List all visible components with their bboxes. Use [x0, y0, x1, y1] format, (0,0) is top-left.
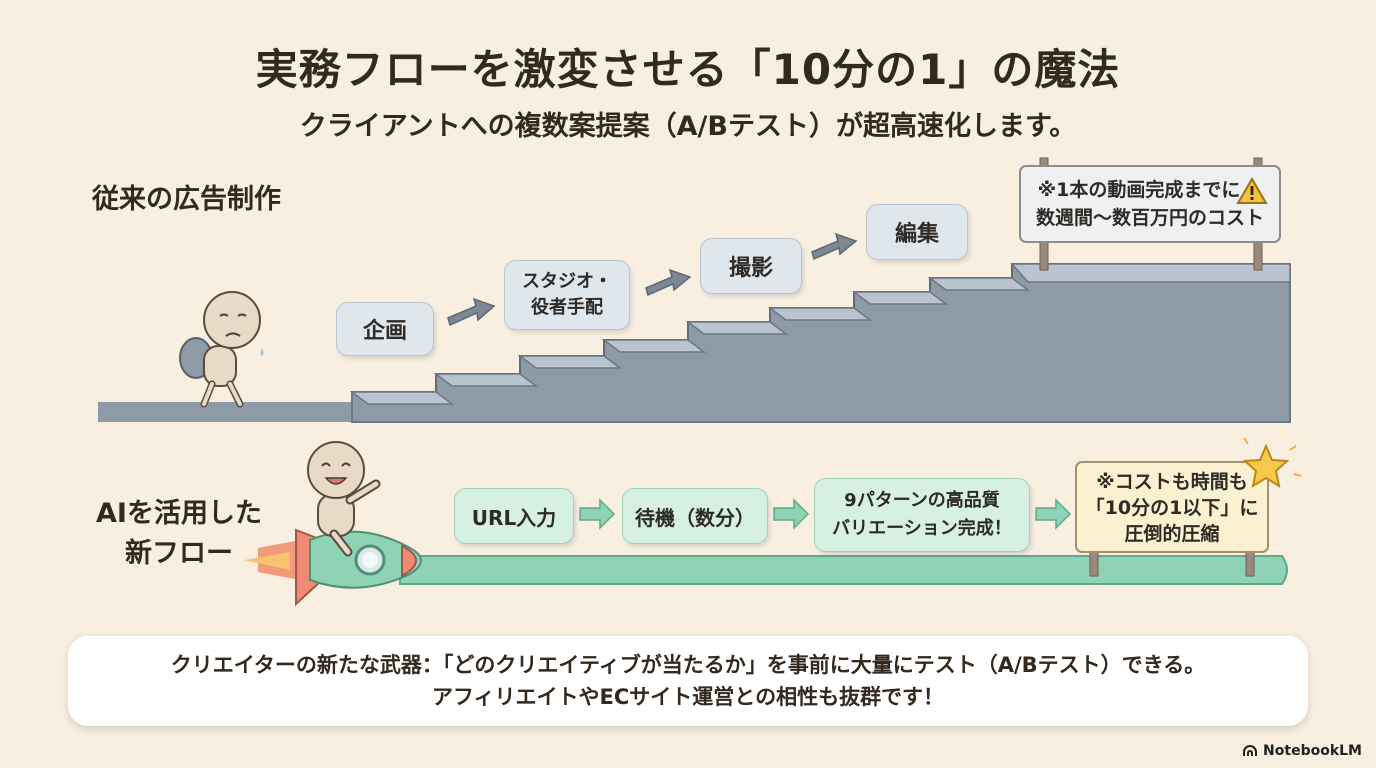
page-title: 実務フローを激変させる「10分の1」の魔法	[255, 45, 1121, 94]
flow-step-label: 9パターンの高品質 バリエーション完成！	[832, 490, 1012, 539]
traditional-flow-label: 従来の広告制作	[92, 184, 281, 215]
step-arrows	[447, 232, 858, 327]
page-subtitle: クライアントへの複数案提案（A/Bテスト）が超高速化します。	[299, 111, 1077, 142]
cost-sign-board	[1019, 157, 1281, 271]
arrow-icon	[645, 268, 692, 297]
arrow-icon	[1035, 498, 1072, 530]
summary-line1: クリエイターの新たな武器：「どのクリエイティブが当たるか」を事前に大量にテスト（…	[170, 653, 1206, 677]
step-studio-casting: スタジオ・ 役者手配	[504, 260, 630, 330]
flow-step-variations-complete: 9パターンの高品質 バリエーション完成！	[814, 478, 1030, 552]
warning-icon	[1236, 177, 1268, 204]
ai-flow-label-line2: 新フロー	[124, 538, 233, 569]
summary-line2: アフィリエイトやECサイト運営との相性も抜群です！	[431, 685, 945, 709]
cost-sign-line1: ※1本の動画完成までに	[1037, 179, 1241, 201]
savings-sign-line2: 「10分の1以下」に	[1085, 497, 1259, 519]
arrow-icon	[811, 232, 858, 261]
ai-flow-label: AIを活用した 新フロー	[96, 494, 262, 574]
flow-arrows	[579, 498, 1072, 530]
summary-panel: クリエイターの新たな武器：「どのクリエイティブが当たるか」を事前に大量にテスト（…	[68, 636, 1308, 726]
flow-step-waiting: 待機（数分）	[622, 488, 768, 544]
stair-body	[351, 263, 1291, 423]
step-shooting: 撮影	[700, 238, 802, 294]
step-label: 撮影	[728, 256, 773, 281]
step-label: スタジオ・ 役者手配	[522, 271, 612, 318]
star-icon	[1242, 437, 1302, 489]
rocket-icon	[244, 528, 422, 607]
step-label: 企画	[362, 319, 407, 344]
flow-step-url-input: URL入力	[454, 488, 574, 544]
flow-step-label: 待機（数分）	[635, 505, 755, 530]
step-label: 編集	[894, 222, 939, 247]
step-planning: 企画	[336, 302, 434, 356]
ground-path	[98, 402, 358, 422]
happy-character-icon	[307, 441, 381, 557]
staircase	[349, 263, 1291, 423]
ai-flow-label-line1: AIを活用した	[96, 498, 262, 529]
savings-sign-line3: 圧倒的圧縮	[1124, 523, 1220, 545]
brand-watermark: NotebookLM	[1242, 743, 1362, 759]
arrow-icon	[579, 498, 616, 530]
flow-step-label: URL入力	[471, 505, 557, 530]
arrow-icon	[447, 297, 496, 327]
savings-sign-line1: ※コストも時間も	[1096, 471, 1248, 493]
step-editing: 編集	[866, 204, 968, 260]
ai-track	[399, 555, 1288, 585]
sad-character-icon	[179, 291, 264, 408]
cost-sign-line2: 数週間〜数百万円のコスト	[1035, 207, 1264, 229]
arrow-icon	[773, 498, 810, 530]
brand-name: NotebookLM	[1263, 743, 1362, 759]
savings-sign-board	[1075, 461, 1269, 577]
notebooklm-logo-icon	[1243, 745, 1258, 756]
